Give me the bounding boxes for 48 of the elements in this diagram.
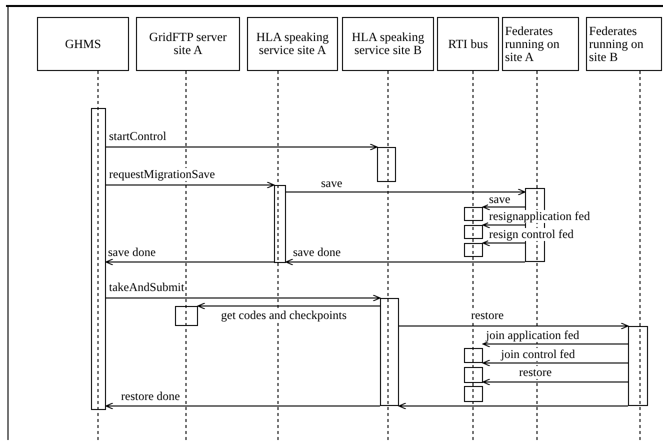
message-arrow: [482, 204, 526, 210]
message-arrow: [106, 294, 380, 302]
message-arrow: [482, 340, 628, 348]
message-label: join control fed: [500, 348, 576, 361]
message-label: join application fed: [485, 329, 580, 342]
message-label: save done: [107, 246, 157, 259]
activation-bar: [628, 326, 648, 406]
activation-bar: [380, 298, 399, 406]
message-arrow: [398, 322, 628, 330]
message-label: restore done: [120, 390, 181, 403]
message-label: restore: [518, 366, 553, 379]
message-arrow: [398, 402, 628, 410]
activation-bar: [464, 225, 483, 239]
message-label: save done: [292, 246, 342, 259]
message-label: startControl: [108, 130, 168, 143]
message-label: restore: [470, 309, 505, 322]
message-arrow: [482, 240, 526, 246]
message-label: takeAndSubmit: [108, 281, 186, 294]
participant-box: HLA speaking service site B: [342, 17, 434, 71]
message-arrow: [106, 258, 274, 266]
participant-box: GridFTP server site A: [136, 17, 240, 71]
activation-bar: [464, 348, 483, 363]
activation-bar: [464, 367, 483, 383]
message-arrow: [106, 182, 274, 188]
message-arrow: [482, 378, 628, 386]
message-arrow: [482, 360, 628, 366]
message-label: get codes and checkpoints: [220, 309, 348, 322]
message-arrow: [198, 302, 380, 310]
message-arrow: [106, 144, 378, 150]
participant-box: RTI bus: [437, 17, 499, 71]
message-arrow: [286, 258, 526, 266]
message-arrow: [106, 402, 380, 410]
message-arrow: [286, 188, 526, 196]
participant-box: Federates running on site A: [502, 17, 579, 71]
activation-bar: [274, 185, 286, 263]
message-label: resignapplication fed: [488, 210, 591, 223]
participant-box: GHMS: [37, 17, 129, 71]
activation-bar: [91, 108, 106, 410]
message-label: resign control fed: [488, 228, 575, 241]
activation-bar: [464, 243, 483, 257]
message-label: requestMigrationSave: [108, 168, 216, 181]
activation-bar: [464, 386, 483, 402]
activation-bar: [377, 147, 396, 182]
participant-box: Federates running on site B: [586, 17, 662, 71]
message-arrow: [482, 222, 526, 228]
activation-bar: [464, 207, 483, 221]
activation-bar: [175, 306, 198, 326]
participant-box: HLA speaking service site A: [247, 17, 338, 71]
